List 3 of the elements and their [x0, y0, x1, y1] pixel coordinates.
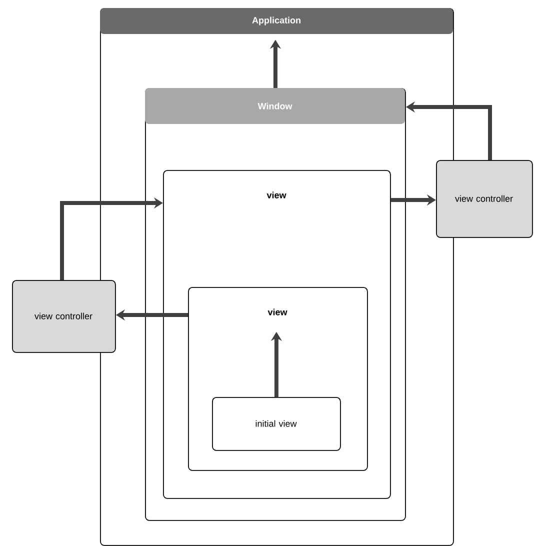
controller-box: view controller [12, 280, 116, 353]
controller-box: view controller [436, 160, 533, 238]
view-box: initial view [212, 397, 341, 451]
